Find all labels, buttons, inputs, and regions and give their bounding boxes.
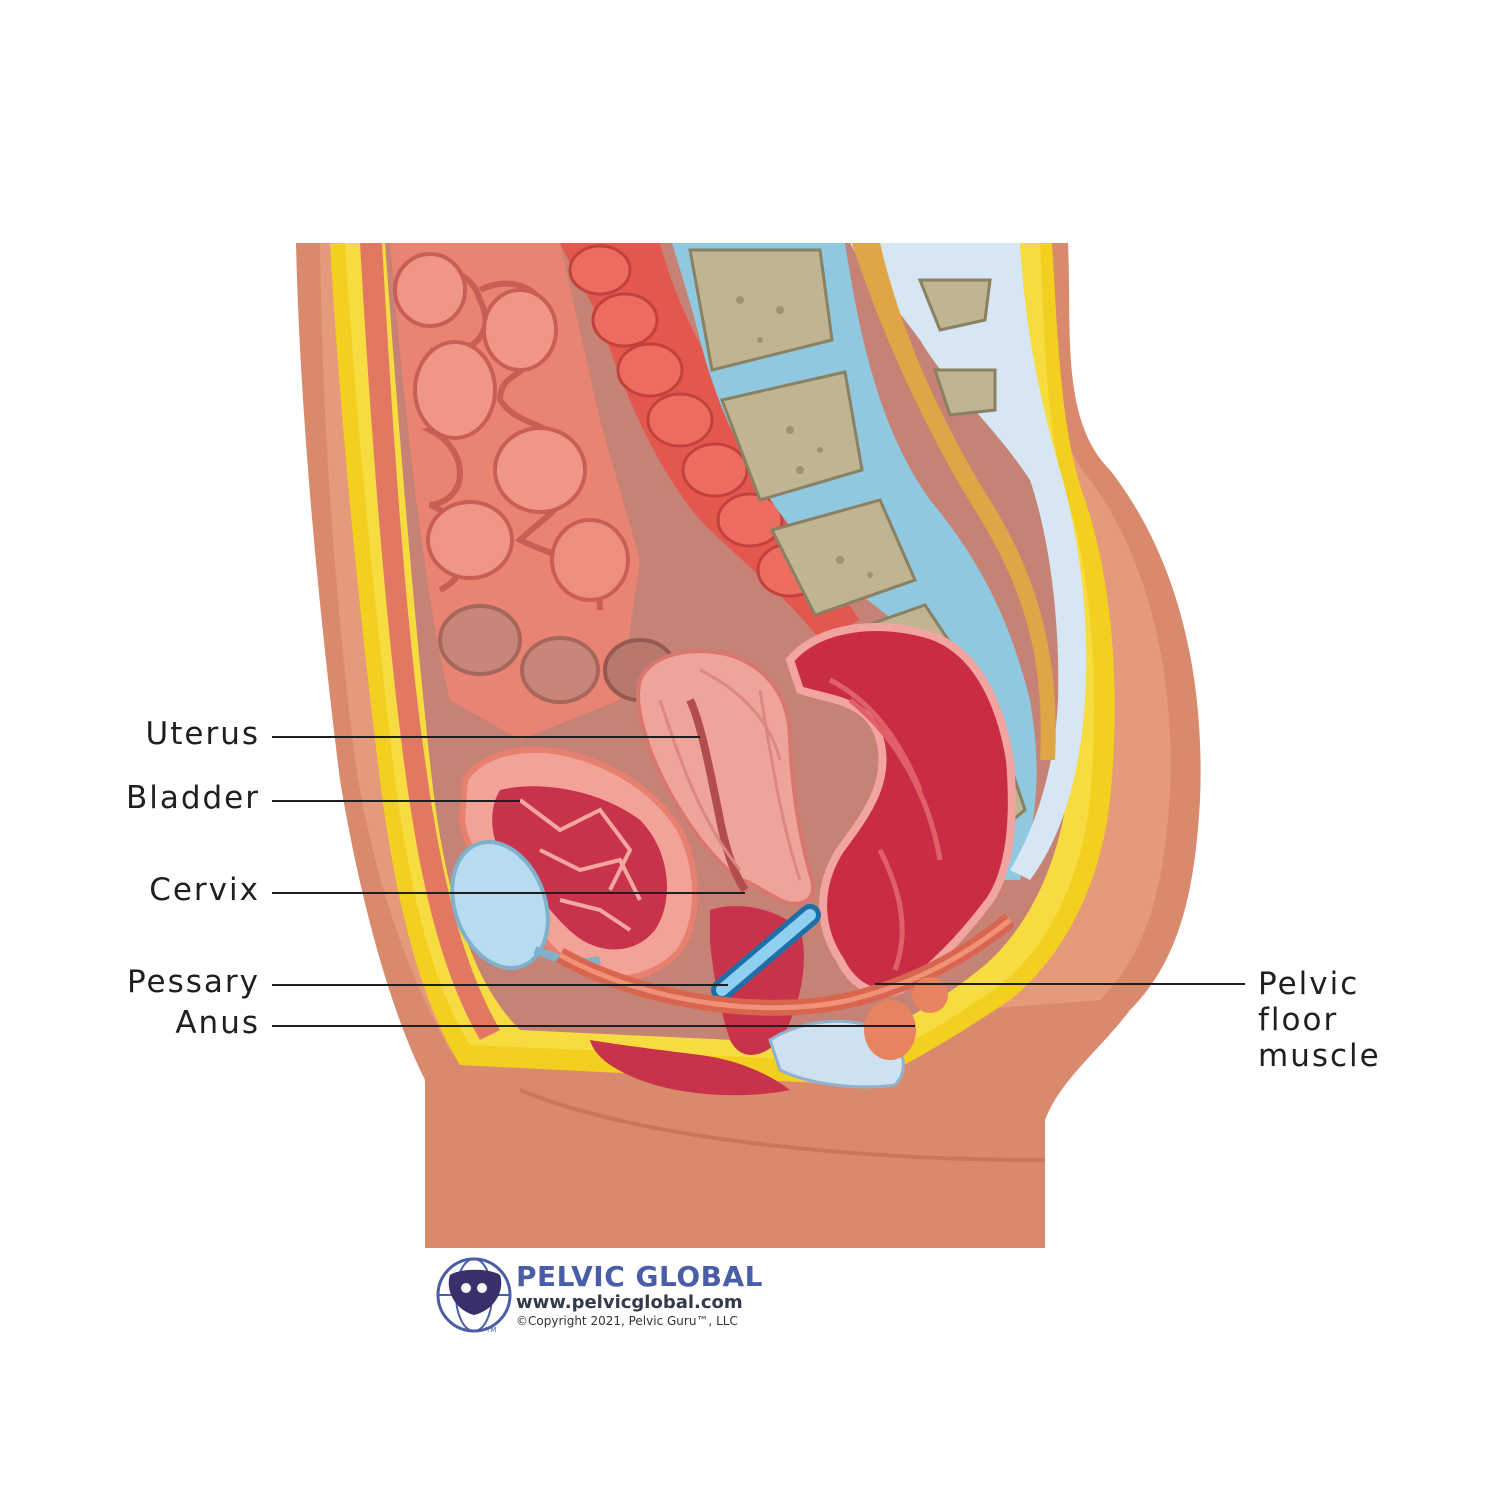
spinous-processes <box>917 278 997 417</box>
uterus-striations <box>658 668 802 881</box>
bladder-rugae <box>518 798 642 932</box>
callout-lines <box>272 736 1245 1027</box>
logo-url: www.pelvicglobal.com <box>516 1292 743 1313</box>
logo-tm: TM <box>486 1326 497 1334</box>
small-intestine <box>390 243 677 740</box>
posterior-ligaments <box>850 243 1087 880</box>
label-uterus: Uterus <box>145 716 260 752</box>
logo-copyright: ©Copyright 2021, Pelvic Guru™, LLC <box>516 1314 738 1328</box>
label-pelvic-floor-line3: muscle <box>1258 1038 1381 1074</box>
uterine-cavity <box>686 698 749 893</box>
pelvic-global-logo-icon <box>436 1257 512 1333</box>
spinal-cord <box>852 243 1056 760</box>
logo-title: PELVIC GLOBAL <box>516 1260 764 1293</box>
label-pelvic-floor-line2: floor <box>1258 1002 1339 1038</box>
label-pessary: Pessary <box>126 964 260 1000</box>
skin-fold <box>519 1088 1046 1162</box>
label-cervix: Cervix <box>149 872 260 908</box>
label-anus: Anus <box>175 1005 260 1041</box>
uterus <box>636 649 816 906</box>
external-genitalia <box>590 1040 790 1096</box>
rectum-folds <box>828 677 943 971</box>
label-pelvic-floor-muscle: Pelvic floor muscle <box>1258 966 1458 1074</box>
label-pelvic-floor-line1: Pelvic <box>1258 966 1360 1002</box>
pubic-bone <box>450 840 550 970</box>
pessary-highlight <box>716 909 816 996</box>
label-bladder: Bladder <box>125 780 260 816</box>
anal-sphincter <box>768 977 948 1089</box>
pelvic-floor-muscle-fibers <box>558 918 1012 1011</box>
abdominal-wall-muscle <box>360 243 500 1040</box>
